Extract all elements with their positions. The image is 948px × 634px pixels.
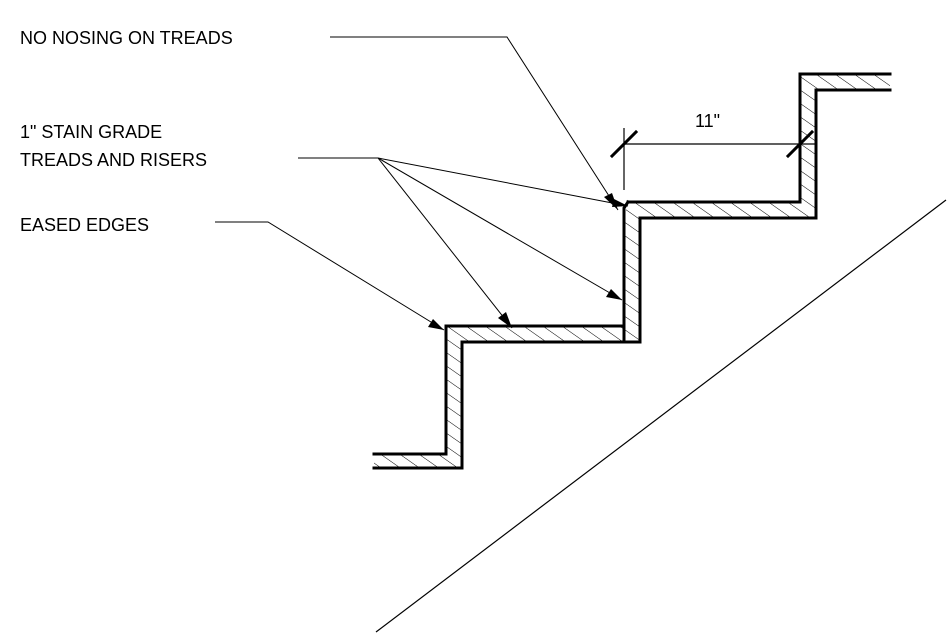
tread-dimension: 11" xyxy=(609,111,816,190)
riser-2 xyxy=(622,199,642,344)
stringer-slope-line xyxy=(375,199,947,633)
callout-no-nosing-text: NO NOSING ON TREADS xyxy=(20,28,233,48)
callout-stain-grade: 1" STAIN GRADE TREADS AND RISERS xyxy=(20,122,629,329)
callout-stain-grade-line2: TREADS AND RISERS xyxy=(20,150,207,170)
callout-no-nosing: NO NOSING ON TREADS xyxy=(20,28,619,211)
riser-3 xyxy=(798,72,818,220)
tread-2 xyxy=(626,200,818,220)
callout-stain-grade-line1: 1" STAIN GRADE xyxy=(20,122,162,142)
riser-1 xyxy=(444,324,464,470)
callout-eased-edges-text: EASED EDGES xyxy=(20,215,149,235)
callout-eased-edges: EASED EDGES xyxy=(20,215,445,331)
dimension-tick-right xyxy=(785,129,815,159)
top-landing-tread xyxy=(798,72,892,92)
tread-1 xyxy=(444,324,642,344)
dimension-tick-left xyxy=(609,129,639,159)
dimension-label: 11" xyxy=(695,111,720,131)
